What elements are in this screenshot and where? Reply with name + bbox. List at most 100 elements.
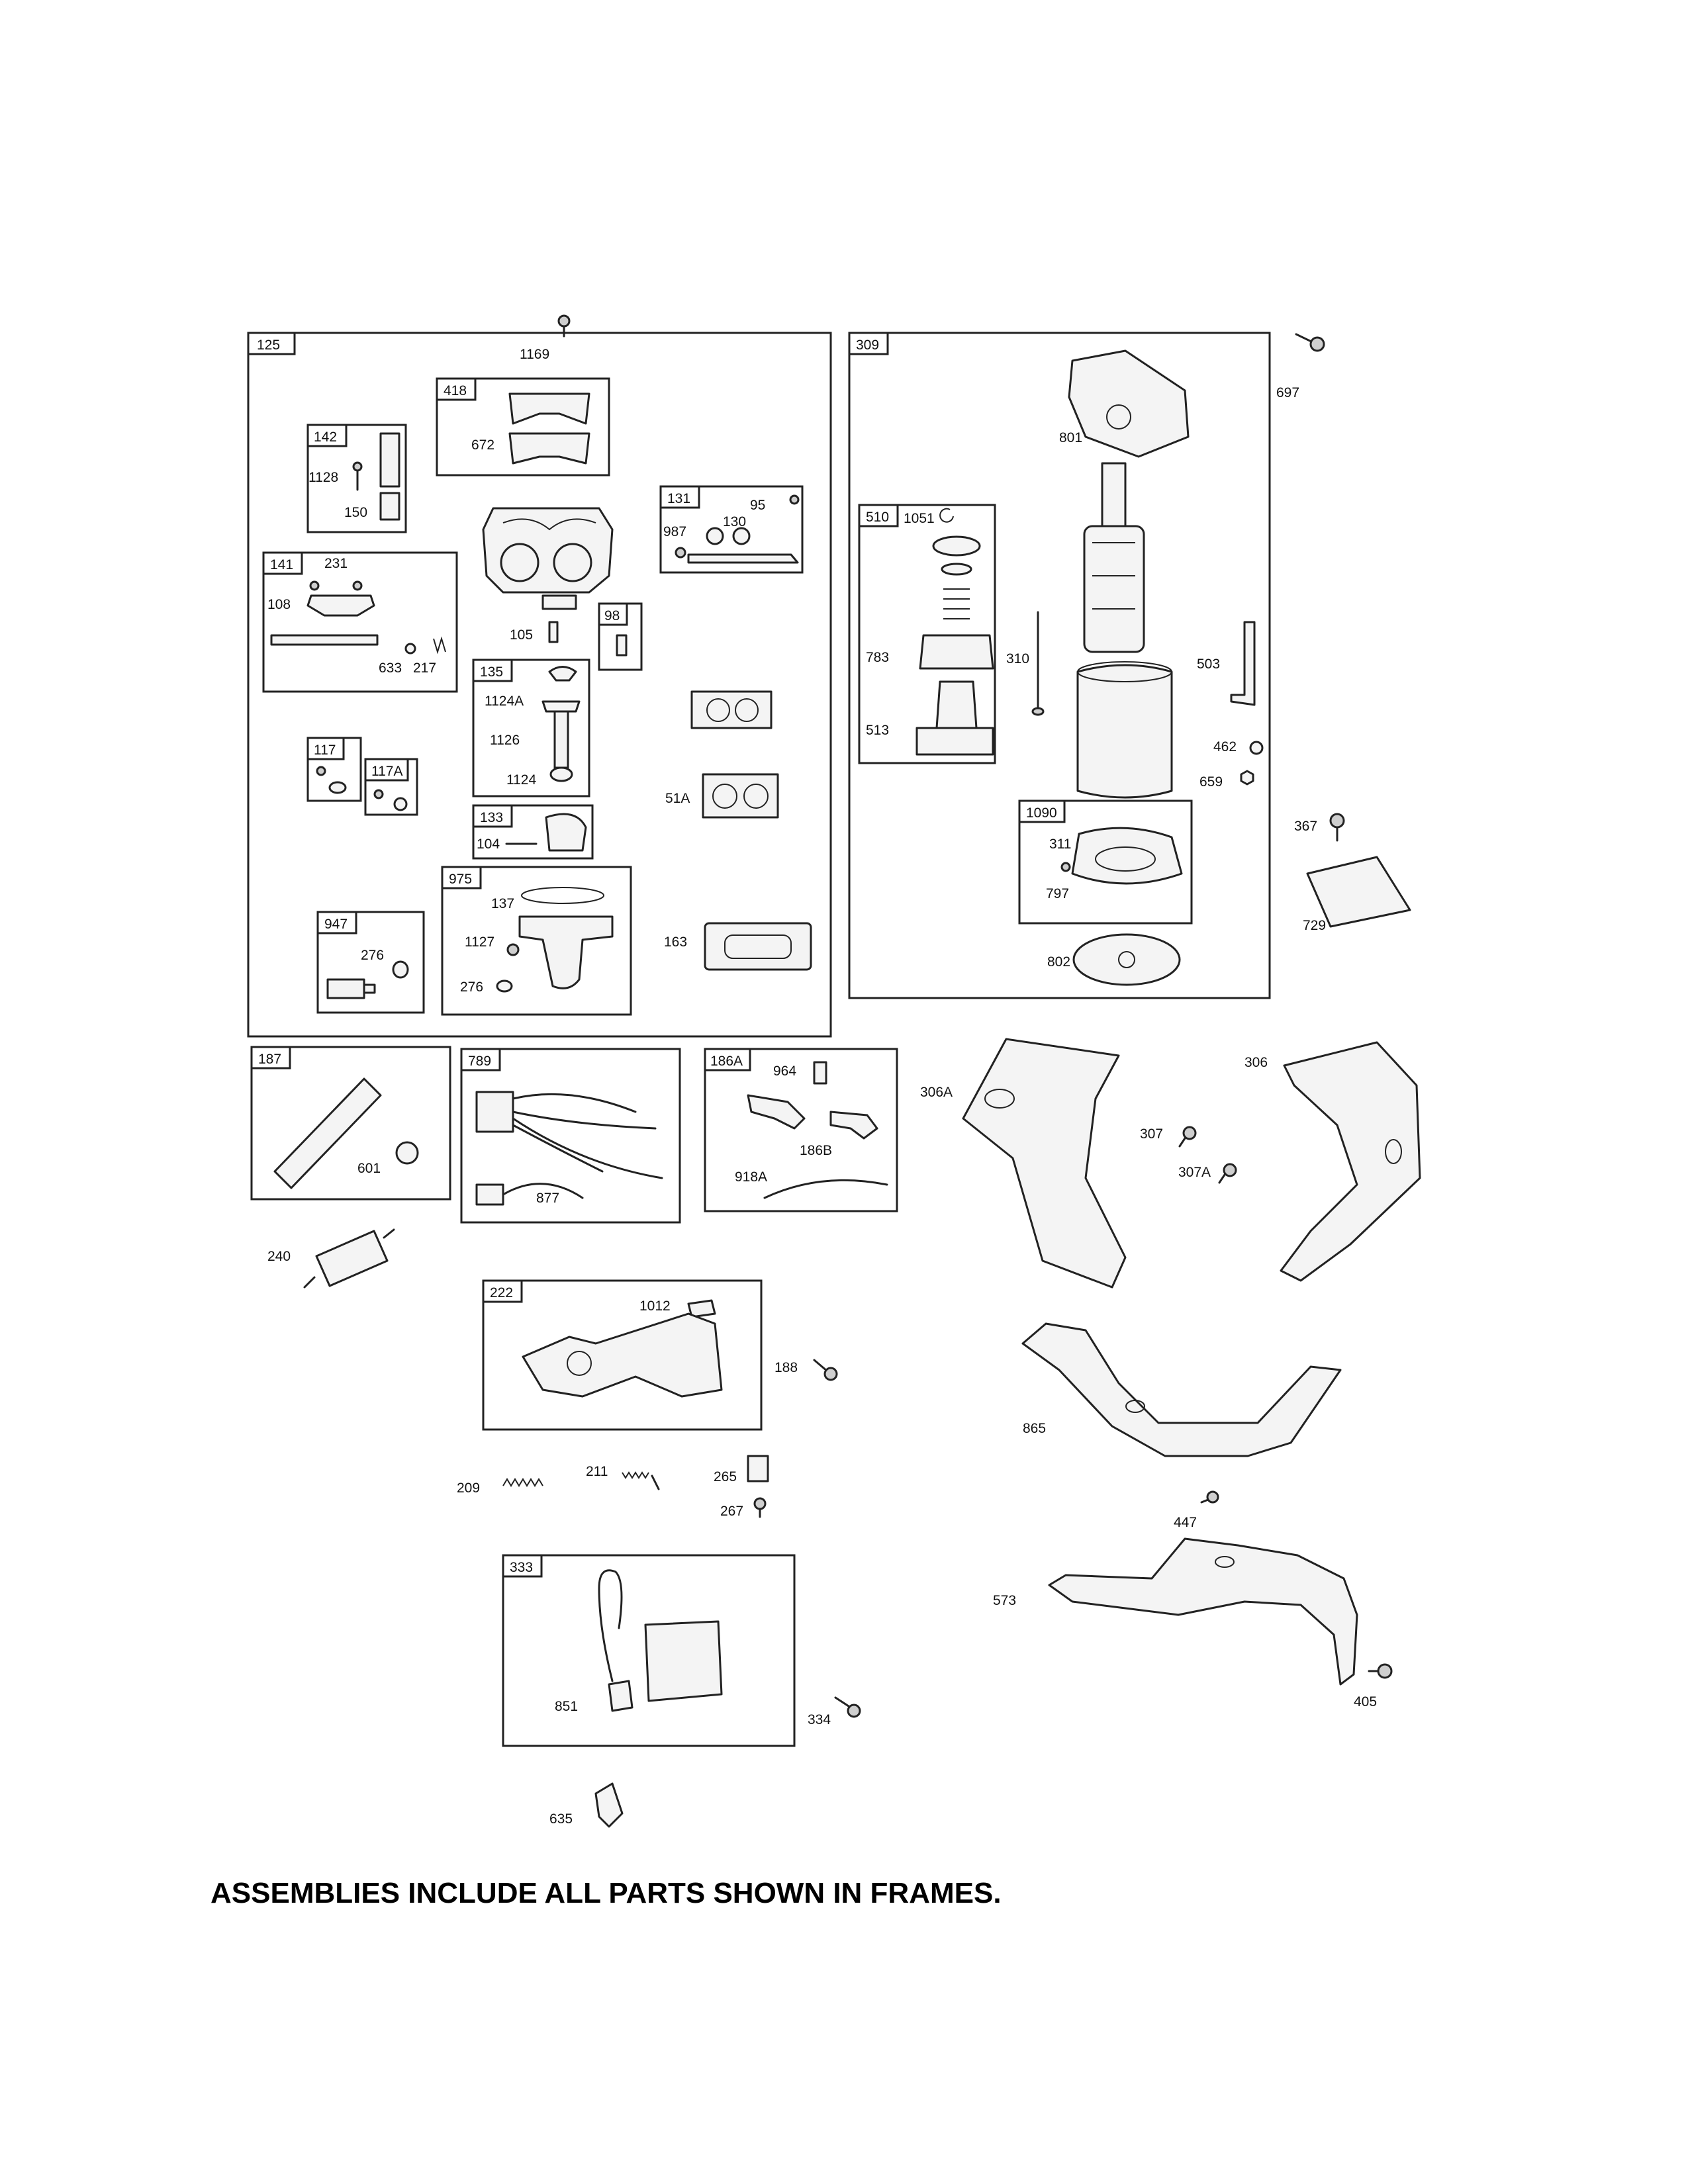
- callout-311: 311: [1049, 837, 1071, 852]
- callout-95: 95: [750, 498, 765, 513]
- callout-1124A: 1124A: [485, 694, 524, 709]
- callout-130: 130: [723, 514, 746, 529]
- callout-503: 503: [1197, 657, 1220, 672]
- callout-877: 877: [536, 1191, 559, 1206]
- part-nut-659: [1240, 770, 1254, 786]
- callout-462: 462: [1213, 739, 1237, 754]
- callout-231: 231: [324, 556, 348, 571]
- frame-418: 418: [436, 377, 610, 477]
- callout-267: 267: [720, 1504, 743, 1519]
- frame-141: 141: [262, 551, 458, 693]
- callout-104: 104: [477, 837, 500, 852]
- frame-510: 510: [858, 504, 996, 764]
- frame-label-117: 117: [314, 743, 336, 758]
- callout-306A: 306A: [920, 1085, 953, 1100]
- callout-729: 729: [1303, 918, 1326, 933]
- callout-334: 334: [808, 1712, 831, 1727]
- callout-310: 310: [1006, 651, 1029, 666]
- part-gasket-51A: [702, 773, 779, 819]
- frame-label-141: 141: [270, 557, 293, 572]
- part-bracket-865: [1021, 1322, 1342, 1457]
- frame-131: 131: [659, 485, 804, 574]
- callout-405: 405: [1354, 1694, 1377, 1709]
- callout-987: 987: [663, 524, 686, 539]
- part-fuel-filter-240: [303, 1228, 395, 1289]
- part-shroud-306A: [962, 1038, 1127, 1289]
- callout-802: 802: [1047, 954, 1070, 970]
- frame-label-222: 222: [490, 1285, 513, 1300]
- frame-label-333: 333: [510, 1560, 533, 1575]
- callout-513: 513: [866, 723, 889, 738]
- callout-1126: 1126: [490, 733, 520, 748]
- callout-1127: 1127: [465, 934, 494, 950]
- frame-label-418: 418: [444, 383, 467, 398]
- frame-186A: 186A: [704, 1048, 898, 1212]
- callout-51A: 51A: [665, 791, 690, 806]
- part-screw-447: [1200, 1490, 1219, 1504]
- callout-601: 601: [357, 1161, 381, 1176]
- callout-1128: 1128: [308, 470, 338, 485]
- frame-98: 98: [598, 602, 643, 671]
- part-screw-405: [1368, 1663, 1393, 1679]
- part-carburetor-body: [482, 507, 614, 610]
- part-bolt-697: [1295, 333, 1325, 352]
- part-motor-housing: [1076, 661, 1173, 799]
- frame-label-117A: 117A: [371, 764, 403, 779]
- frame-789: 789: [460, 1048, 681, 1224]
- callout-964: 964: [773, 1064, 796, 1079]
- callout-265: 265: [714, 1469, 737, 1484]
- callout-1169: 1169: [520, 347, 549, 362]
- callout-105: 105: [510, 627, 533, 643]
- frame-label-309: 309: [856, 338, 879, 353]
- part-boot-635: [594, 1782, 624, 1828]
- callout-1012: 1012: [639, 1298, 671, 1314]
- part-gasket-upper: [690, 690, 773, 729]
- callout-851: 851: [555, 1699, 578, 1714]
- callout-108: 108: [267, 597, 291, 612]
- callout-1051: 1051: [904, 511, 935, 526]
- callout-276a: 276: [361, 948, 384, 963]
- callout-447: 447: [1174, 1515, 1197, 1530]
- part-spring-211: [622, 1471, 660, 1490]
- callout-186B: 186B: [800, 1143, 832, 1158]
- callout-306: 306: [1244, 1055, 1268, 1070]
- frame-135: 135: [472, 659, 590, 797]
- callout-1124: 1124: [506, 772, 536, 788]
- part-needle-105: [548, 621, 559, 643]
- part-thru-bolt-310: [1031, 611, 1045, 716]
- callout-163: 163: [664, 934, 687, 950]
- callout-217: 217: [413, 660, 436, 676]
- frame-222: 222: [482, 1279, 763, 1431]
- frame-1090: 1090: [1018, 799, 1193, 925]
- callout-659: 659: [1199, 774, 1223, 790]
- frame-label-1090: 1090: [1026, 805, 1057, 821]
- callout-188: 188: [774, 1360, 798, 1375]
- part-armature: [1083, 462, 1145, 653]
- assemblies-note: ASSEMBLIES INCLUDE ALL PARTS SHOWN IN FR…: [211, 1877, 1002, 1909]
- part-bracket-265: [747, 1455, 769, 1482]
- callout-635: 635: [549, 1811, 573, 1827]
- callout-918A: 918A: [735, 1169, 767, 1185]
- part-end-cap-801: [1068, 349, 1190, 458]
- part-spring-209: [502, 1478, 543, 1487]
- callout-633: 633: [379, 660, 402, 676]
- part-backplate-573: [1048, 1537, 1358, 1686]
- part-bolt-188: [813, 1359, 838, 1381]
- callout-367: 367: [1294, 819, 1317, 834]
- frame-142: 142: [306, 424, 407, 533]
- callout-801: 801: [1059, 430, 1082, 445]
- frame-947: 947: [316, 911, 425, 1014]
- frame-label-789: 789: [468, 1054, 491, 1069]
- frame-label-975: 975: [449, 872, 472, 887]
- callout-307: 307: [1140, 1126, 1163, 1142]
- part-screw-334: [834, 1696, 861, 1718]
- callout-783: 783: [866, 650, 889, 665]
- callout-150: 150: [344, 505, 367, 520]
- frame-117A: 117A: [364, 758, 418, 816]
- callout-573: 573: [993, 1593, 1016, 1608]
- callout-672: 672: [471, 437, 494, 453]
- frame-333: 333: [502, 1554, 796, 1747]
- frame-label-186A: 186A: [710, 1054, 743, 1069]
- frame-label-135: 135: [480, 664, 503, 680]
